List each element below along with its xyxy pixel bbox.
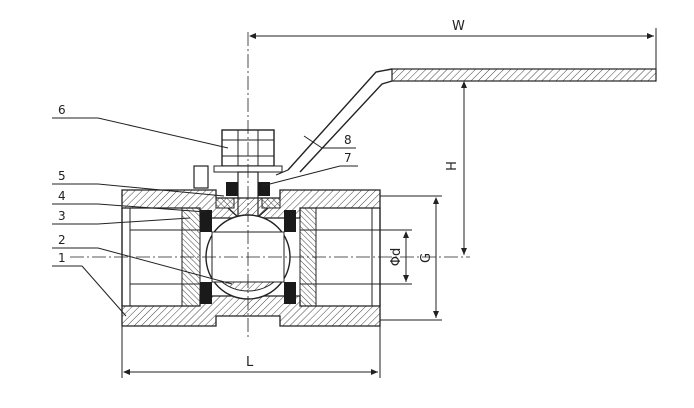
part-label-3: 3	[58, 209, 66, 223]
part-label-5: 5	[58, 169, 66, 183]
dimension-g: G	[380, 195, 442, 321]
dimension-l-label: L	[246, 355, 254, 370]
dimension-w-label: W	[452, 19, 465, 34]
part-label-8: 8	[344, 133, 352, 147]
part-label-1: 1	[58, 251, 66, 265]
ball-seats	[200, 210, 296, 304]
part-label-7: 7	[344, 151, 352, 165]
handle	[275, 68, 657, 176]
dimension-d: Φd	[372, 229, 412, 285]
dimension-h: H	[445, 81, 467, 255]
part-label-2: 2	[58, 233, 66, 247]
dimension-h-label: H	[445, 161, 460, 171]
part-callouts: 6 5 4 3 2 1 8 7	[52, 103, 358, 317]
dimension-w: W	[249, 19, 657, 70]
dimension-g-label: G	[419, 253, 434, 263]
part-label-4: 4	[58, 189, 66, 203]
dimension-d-label: Φd	[389, 248, 404, 266]
dimension-l: L	[121, 326, 381, 378]
part-label-6: 6	[58, 103, 66, 117]
